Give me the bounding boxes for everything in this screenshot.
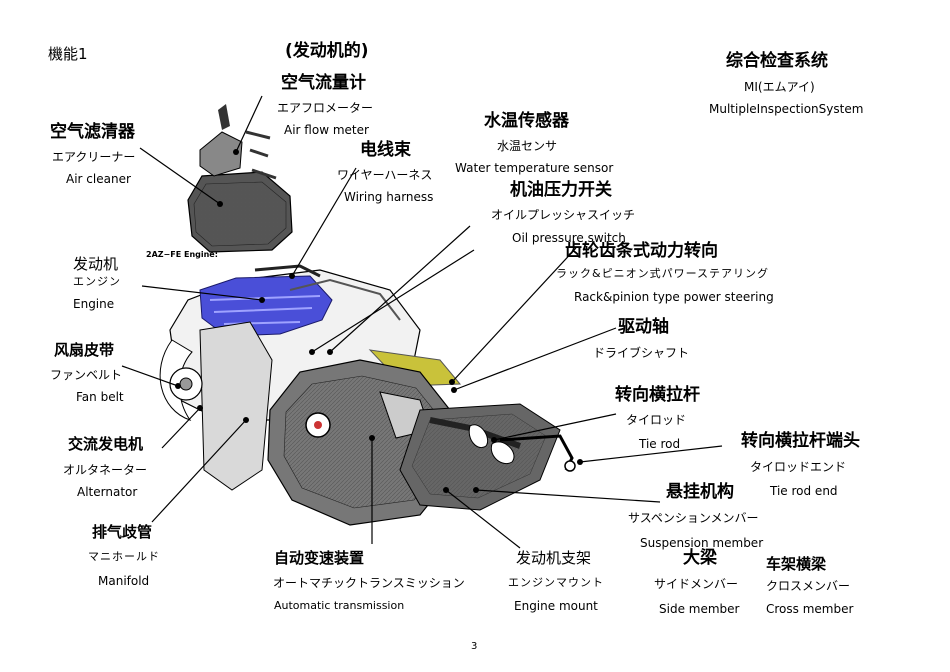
- suspension-member-illustration: [399, 403, 561, 511]
- label-oilpress-zh: 机油压力开关: [510, 180, 612, 200]
- engine-model-tag: 2AZ−FE Engine:: [146, 250, 218, 259]
- label-engine-jp: エンジン: [73, 275, 121, 288]
- label-fanbelt-en: Fan belt: [76, 390, 124, 404]
- label-oilpress-en: Oil pressure switch: [512, 231, 626, 245]
- label-sidemember-en: Side member: [659, 602, 740, 616]
- label-oilpress-jp: オイルプレッシャスイッチ: [491, 208, 636, 222]
- label-tierod-en: Tie rod: [639, 437, 681, 451]
- label-harness-en: Wiring harness: [344, 190, 434, 204]
- label-engine-en: Engine: [73, 297, 115, 311]
- label-airflow-en: Air flow meter: [284, 123, 369, 137]
- label-tierodend-jp: タイロッドエンド: [750, 460, 847, 474]
- label-steering-en: Rack&pinion type power steering: [574, 290, 774, 304]
- label-aircleaner-en: Air cleaner: [66, 172, 131, 186]
- label-alternator-en: Alternator: [77, 485, 138, 499]
- label-tierod-zh: 转向横拉杆: [615, 385, 700, 405]
- label-manifold-en: Manifold: [98, 574, 150, 588]
- label-alternator-zh: 交流发电机: [68, 435, 144, 453]
- label-manifold-jp: マニホールド: [88, 550, 160, 563]
- label-suspension-jp: サスペンションメンバー: [628, 511, 759, 525]
- label-tierod-jp: タイロッド: [626, 413, 687, 427]
- label-watertemp-jp: 水温センサ: [497, 139, 558, 153]
- label-alternator-jp: オルタネーター: [63, 463, 148, 477]
- label-watertemp-zh: 水温传感器: [484, 111, 569, 131]
- page-header-label: 機能1: [48, 45, 88, 63]
- system-title-zh: 综合检查系统: [726, 51, 828, 71]
- label-harness-zh: 电线束: [360, 140, 411, 160]
- label-airflow-zh: 空气流量计: [281, 73, 366, 93]
- label-steering-zh: 齿轮齿条式动力转向: [565, 241, 718, 261]
- label-sidemember-zh: 大梁: [683, 548, 717, 568]
- drive-shaft-illustration: [429, 417, 576, 472]
- label-suspension-en: Suspension member: [640, 536, 764, 550]
- label-manifold-zh: 排气歧管: [92, 523, 153, 541]
- label-airflow-jp: エアフロメーター: [277, 101, 374, 115]
- label-steering-jp: ラック&ピニオン式パワーステアリング: [556, 267, 770, 280]
- label-crossmember-jp: クロスメンバー: [766, 579, 851, 593]
- diagram-subtitle: (发动机的): [285, 41, 369, 61]
- label-harness-jp: ワイヤーハーネス: [337, 168, 433, 182]
- label-mount-zh: 发动机支架: [516, 549, 592, 567]
- label-transmission-en: Automatic transmission: [274, 599, 405, 612]
- label-engine-zh: 发动机: [73, 255, 119, 273]
- label-aircleaner-zh: 空气滤清器: [50, 122, 135, 142]
- label-mount-jp: エンジンマウント: [508, 576, 604, 589]
- air-cleaner-illustration: [187, 104, 293, 253]
- label-mount-en: Engine mount: [514, 599, 598, 613]
- system-title-jp: MI(エムアイ): [744, 80, 815, 94]
- label-aircleaner-jp: エアクリーナー: [52, 150, 136, 164]
- label-driveshaft-zh: 驱动轴: [618, 317, 669, 337]
- label-watertemp-en: Water temperature sensor: [455, 161, 614, 175]
- label-driveshaft-jp: ドライブシャフト: [593, 346, 690, 360]
- label-crossmember-zh: 车架横梁: [766, 555, 827, 573]
- label-suspension-zh: 悬挂机构: [666, 482, 734, 502]
- label-tierodend-zh: 转向横拉杆端头: [741, 431, 860, 451]
- system-title-en: MultipleInspectionSystem: [709, 102, 864, 116]
- label-transmission-zh: 自动变速装置: [274, 549, 365, 567]
- leader-lines: [121, 95, 723, 549]
- label-tierodend-en: Tie rod end: [770, 484, 838, 498]
- label-crossmember-en: Cross member: [766, 602, 854, 616]
- label-fanbelt-jp: ファンベルト: [50, 368, 123, 382]
- leader-dots: [175, 149, 583, 493]
- engine-block-illustration: [159, 264, 462, 491]
- page-number: 3: [471, 641, 478, 652]
- label-sidemember-jp: サイドメンバー: [654, 577, 739, 591]
- label-transmission-jp: オートマチックトランスミッション: [273, 576, 465, 590]
- label-fanbelt-zh: 风扇皮带: [54, 341, 115, 359]
